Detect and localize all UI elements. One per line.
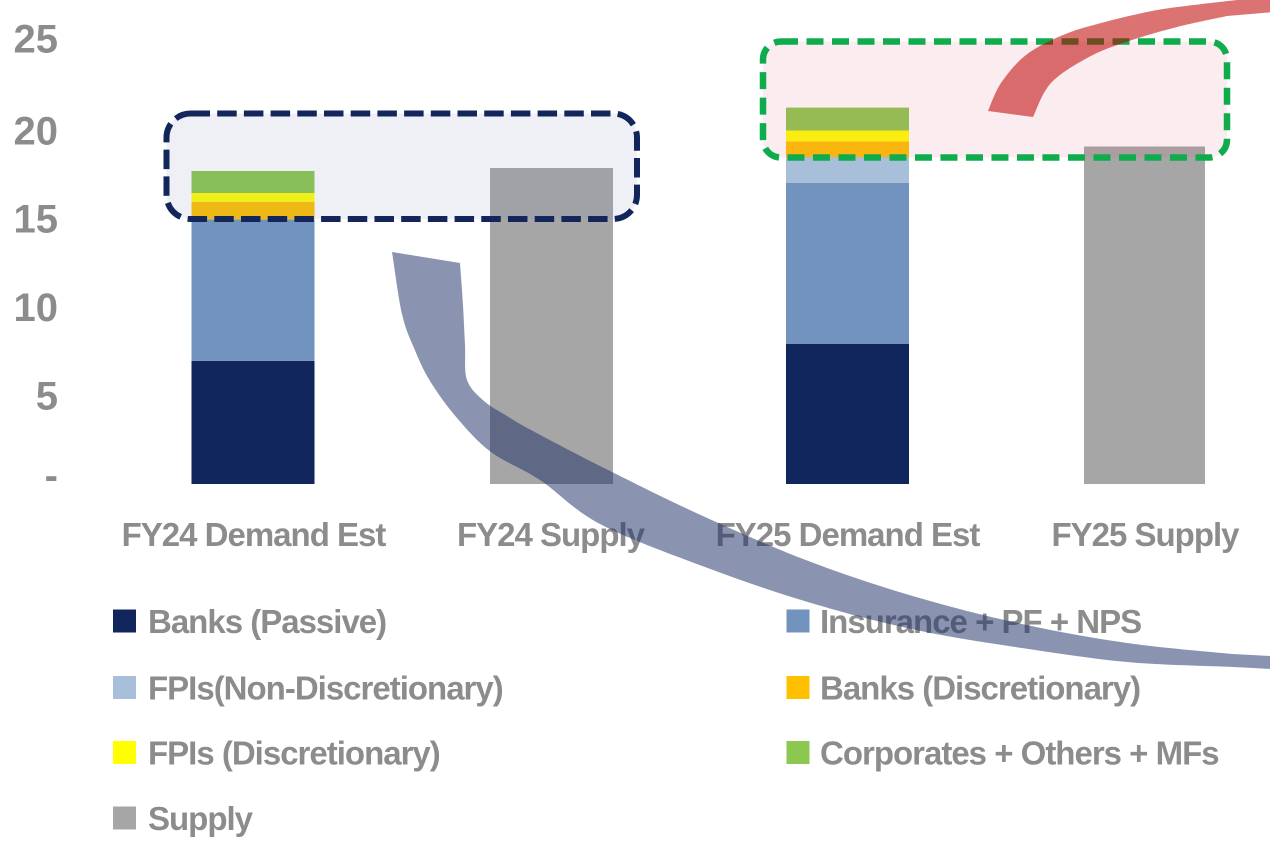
svg-text:15: 15: [14, 198, 59, 242]
svg-text:10: 10: [14, 286, 59, 330]
svg-text:-: -: [45, 454, 58, 498]
svg-text:FY25 Supply: FY25 Supply: [1051, 516, 1240, 553]
svg-text:25: 25: [14, 18, 59, 62]
svg-text:FPIs (Discretionary): FPIs (Discretionary): [148, 735, 440, 772]
svg-text:20: 20: [14, 110, 59, 154]
svg-text:FPIs(Non-Discretionary): FPIs(Non-Discretionary): [148, 670, 503, 707]
svg-text:Banks (Passive): Banks (Passive): [148, 603, 386, 640]
svg-text:5: 5: [36, 375, 58, 419]
svg-text:Supply: Supply: [148, 800, 254, 837]
svg-text:Corporates + Others + MFs: Corporates + Others + MFs: [820, 735, 1219, 772]
svg-text:FY24 Demand Est: FY24 Demand Est: [122, 516, 387, 553]
svg-text:Banks (Discretionary): Banks (Discretionary): [820, 670, 1140, 707]
